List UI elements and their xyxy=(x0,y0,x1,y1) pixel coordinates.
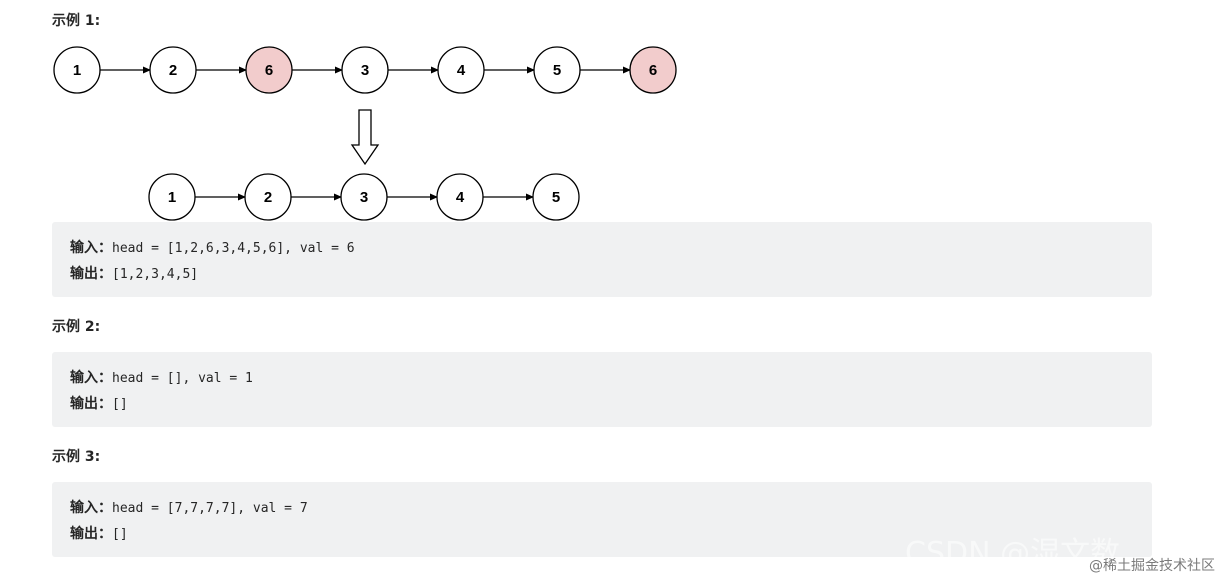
transform-down-arrow-icon xyxy=(350,109,380,166)
example-3-title: 示例 3: xyxy=(52,449,101,465)
before-list-node-label: 5 xyxy=(553,62,561,79)
after-list: 1 2 3 4 5 xyxy=(148,173,580,221)
linked-list-diagram: 1 2 6 3 4 5 6 1 2 3 4 5 xyxy=(53,46,677,221)
before-list-node-label: 3 xyxy=(361,62,369,79)
before-list-node-label: 2 xyxy=(169,62,177,79)
output-value: [] xyxy=(112,397,128,412)
example-2-code-block: 输入：head = [], val = 1 输出：[] xyxy=(52,352,1152,427)
input-label: 输入： xyxy=(70,370,112,386)
input-label: 输入： xyxy=(70,500,112,516)
input-value: head = [1,2,6,3,4,5,6], val = 6 xyxy=(112,241,355,256)
after-list-node-label: 4 xyxy=(456,189,465,206)
after-list-node-label: 2 xyxy=(264,189,272,206)
csdn-watermark: CSDN @湿文数 xyxy=(905,536,1121,571)
after-list-node-circle xyxy=(532,173,580,221)
before-list-node-label: 4 xyxy=(457,62,466,79)
before-list: 1 2 6 3 4 5 6 xyxy=(53,46,677,94)
input-value: head = [7,7,7,7], val = 7 xyxy=(112,501,308,516)
before-list-node-label: 6 xyxy=(649,62,657,79)
example-2-title: 示例 2: xyxy=(52,319,101,335)
output-value: [] xyxy=(112,527,128,542)
before-list-node-label: 6 xyxy=(265,62,273,79)
input-label: 输入： xyxy=(70,240,112,256)
output-label: 输出： xyxy=(70,396,112,412)
example-1-title: 示例 1: xyxy=(52,13,101,29)
output-label: 输出： xyxy=(70,266,112,282)
after-list-node-label: 3 xyxy=(360,189,368,206)
output-label: 输出： xyxy=(70,526,112,542)
before-list-node-circle xyxy=(629,46,677,94)
before-list-node-label: 1 xyxy=(73,62,81,79)
juejin-watermark: @稀土掘金技术社区 xyxy=(1089,558,1215,574)
after-list-node-label: 5 xyxy=(552,189,560,206)
example-1-code-block: 输入：head = [1,2,6,3,4,5,6], val = 6 输出：[1… xyxy=(52,222,1152,297)
example-3-code-block: 输入：head = [7,7,7,7], val = 7 输出：[] xyxy=(52,482,1152,557)
input-value: head = [], val = 1 xyxy=(112,371,253,386)
after-list-node-label: 1 xyxy=(168,189,176,206)
output-value: [1,2,3,4,5] xyxy=(112,267,199,282)
